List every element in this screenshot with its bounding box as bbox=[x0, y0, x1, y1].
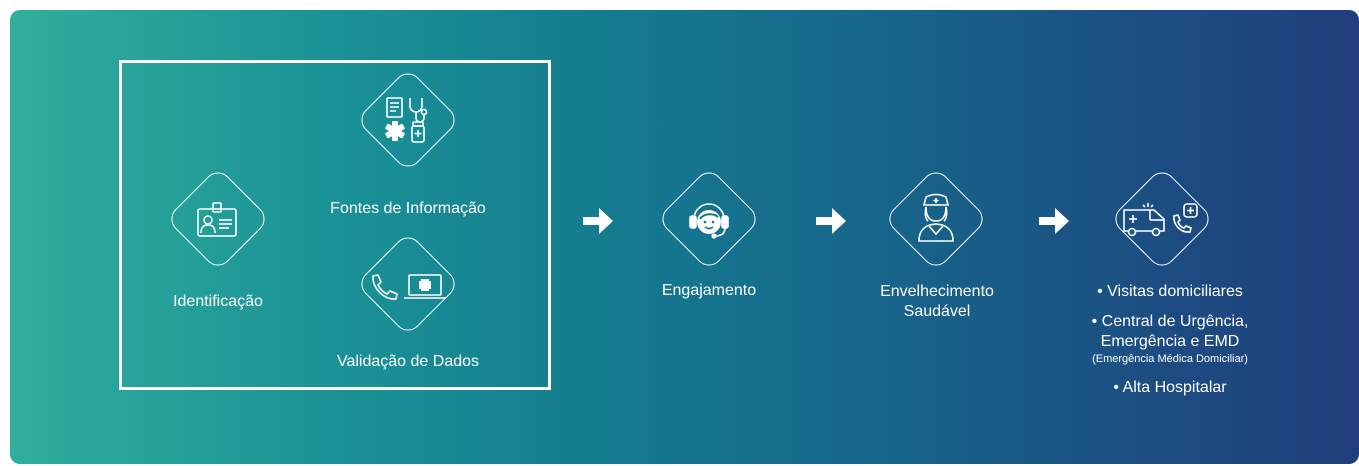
headset-agent-icon bbox=[689, 203, 729, 239]
identificacao-label: Identificação bbox=[173, 293, 263, 310]
envelhecimento-label: Envelhecimento Saudável bbox=[880, 282, 994, 322]
envelhecimento-line2: Saudável bbox=[903, 303, 971, 320]
data-collection-group bbox=[119, 60, 551, 390]
arrow-right-icon bbox=[583, 208, 613, 239]
envelhecimento-line1: Envelhecimento bbox=[880, 283, 994, 300]
service-alta: • Alta Hospitalar bbox=[1113, 379, 1227, 396]
validacao-label: Validação de Dados bbox=[336, 353, 480, 370]
arrow-right-icon bbox=[816, 208, 846, 239]
nurse-icon bbox=[918, 193, 954, 242]
fontes-label: Fontes de Informação bbox=[330, 200, 486, 217]
ambulance-icon bbox=[1123, 203, 1165, 237]
service-central-note: (Emergência Médica Domiciliar) bbox=[1092, 353, 1248, 365]
phone-medical-icon bbox=[1173, 203, 1198, 233]
laptop-medical-icon bbox=[404, 274, 446, 299]
id-card-icon bbox=[197, 202, 237, 237]
medicine-bottle-icon bbox=[411, 121, 425, 143]
services-list: • Visitas domiciliares • Central de Urgê… bbox=[1050, 282, 1290, 398]
engajamento-label: Engajamento bbox=[661, 282, 757, 299]
document-icon bbox=[386, 97, 403, 118]
arrow-right-icon bbox=[1039, 208, 1069, 239]
stethoscope-icon bbox=[409, 98, 428, 123]
service-central-line2: Emergência e EMD bbox=[1100, 333, 1240, 350]
service-visitas: • Visitas domiciliares bbox=[1097, 283, 1243, 300]
medical-star-icon bbox=[385, 121, 405, 141]
phone-icon bbox=[372, 274, 398, 300]
service-central-line1: • Central de Urgência, bbox=[1091, 313, 1249, 330]
diagram-panel: Fontes de Informação Identificação bbox=[10, 10, 1359, 464]
